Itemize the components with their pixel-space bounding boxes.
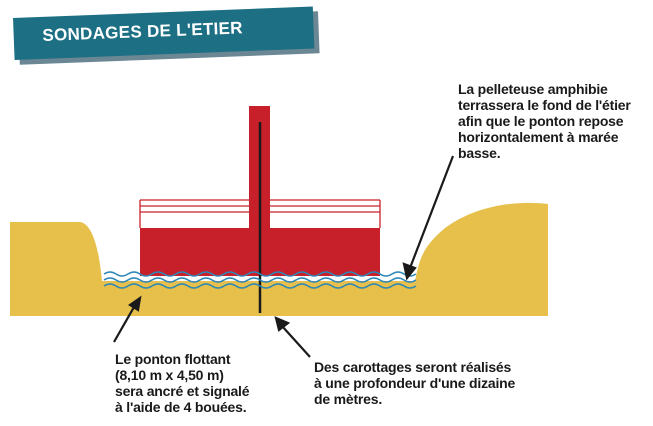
annotation-pelleteuse: La pelleteuse amphibie terrassera le fon… [458,81,631,161]
water-waves [103,271,417,289]
annotation-line: Des carottages seront réalisés [314,359,512,375]
arrow-carottages [281,325,311,358]
arrow-ponton [113,306,135,343]
annotation-line: à l'aide de 4 bouées. [115,399,247,415]
annotation-line: Le ponton flottant [115,351,231,367]
annotation-line: sera ancré et signalé [115,383,250,399]
annotation-line: basse. [458,145,501,161]
annotation-line: à une profondeur d'une dizaine [314,375,516,391]
annotation-line: de mètres. [314,391,383,407]
annotation-line: (8,10 m x 4,50 m) [115,367,224,383]
annotation-carottages: Des carottages seront réalisés à une pro… [314,359,515,407]
annotation-line: La pelleteuse amphibie [458,81,608,97]
annotation-ponton: Le ponton flottant (8,10 m x 4,50 m) ser… [115,351,250,415]
annotation-line: afin que le ponton repose [458,113,624,129]
arrow-pelleteuse [408,155,455,269]
annotation-line: horizontalement à marée [458,129,619,145]
arrow-ponton-head [128,295,142,312]
arrow-carottages-head [274,316,291,332]
arrow-pelleteuse-head [402,262,417,281]
annotation-line: terrassera le fond de l'étier [458,97,631,113]
